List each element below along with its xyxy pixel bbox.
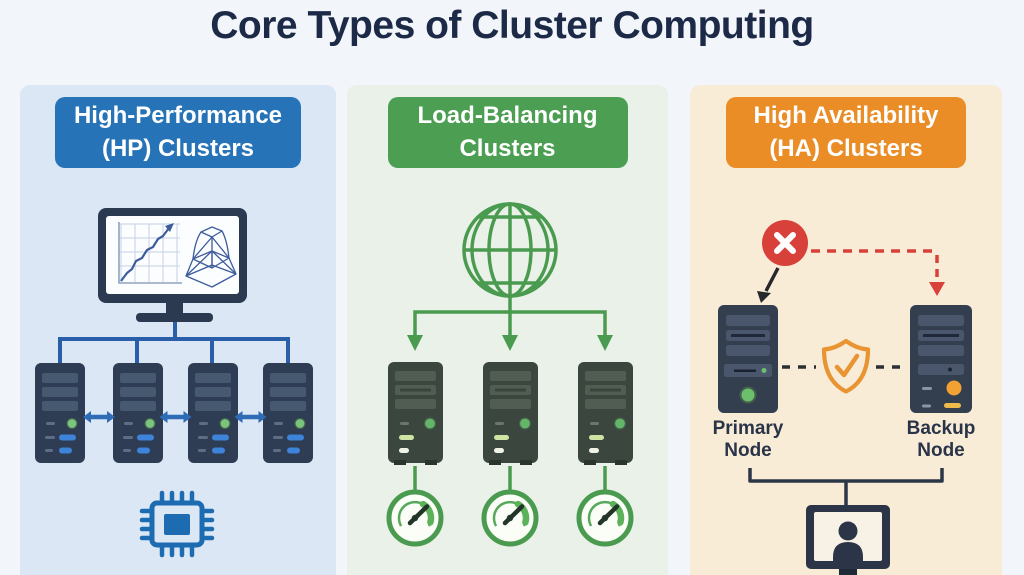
gauge-icon xyxy=(389,492,441,544)
failure-x-icon xyxy=(762,220,808,266)
bidirectional-arrow-icon xyxy=(160,411,192,423)
panel-lb-clusters: Load-Balancing Clusters xyxy=(347,85,668,575)
primary-node-label: Primary Node xyxy=(712,418,784,461)
gauge-icon xyxy=(579,492,631,544)
server-tower-icon xyxy=(34,362,86,464)
ha-cluster-illustration xyxy=(718,220,972,575)
backup-node-label: Backup Node xyxy=(906,418,976,461)
hp-clusters-header: High-Performance (HP) Clusters xyxy=(55,97,301,168)
gauge-icon xyxy=(484,492,536,544)
panel-ha-clusters: High Availability (HA) Clusters Primary … xyxy=(690,85,1002,575)
server-tower-icon xyxy=(387,361,444,466)
failure-arrow xyxy=(757,267,780,303)
server-tower-icon xyxy=(112,362,164,464)
down-arrow-icon xyxy=(502,335,518,351)
hp-cluster-illustration xyxy=(34,208,314,558)
lb-cluster-illustration xyxy=(347,202,668,575)
shield-check-icon xyxy=(821,338,871,394)
failover-arrow-icon xyxy=(811,249,945,296)
server-tower-icon xyxy=(187,362,239,464)
down-arrow-icon xyxy=(597,335,613,351)
bidirectional-arrow-icon xyxy=(235,411,267,423)
server-tower-icon xyxy=(482,361,539,466)
globe-icon xyxy=(462,202,558,298)
ha-clusters-header: High Availability (HA) Clusters xyxy=(726,97,966,168)
lb-clusters-header: Load-Balancing Clusters xyxy=(387,97,628,168)
panel-hp-clusters: High-Performance (HP) Clusters xyxy=(20,85,336,575)
monitor-analytics-icon xyxy=(98,208,247,322)
down-arrow-icon xyxy=(407,335,423,351)
distribution-arrows xyxy=(407,296,613,351)
page-title: Core Types of Cluster Computing xyxy=(210,4,814,47)
gauge-connector-lines xyxy=(413,466,607,492)
bidirectional-arrow-icon xyxy=(83,411,115,423)
backup-node-server-icon xyxy=(910,305,972,413)
server-tower-icon xyxy=(577,361,634,466)
cpu-chip-icon xyxy=(139,490,215,558)
primary-node-server-icon xyxy=(718,305,778,413)
cluster-interconnect-lines xyxy=(58,322,290,363)
server-tower-icon xyxy=(262,362,314,464)
user-monitor-icon xyxy=(806,505,890,575)
client-connector-lines xyxy=(748,468,944,505)
